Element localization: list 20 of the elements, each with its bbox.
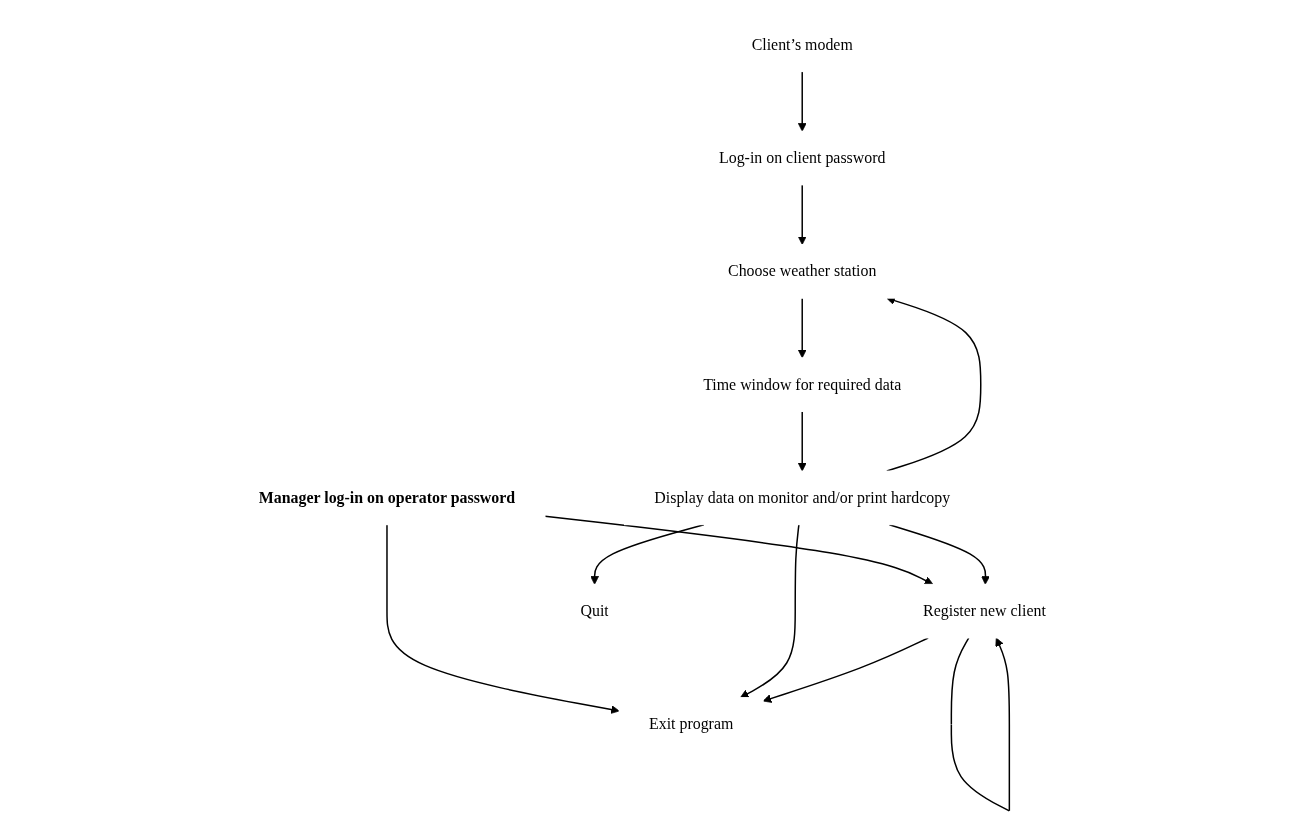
arrow [386, 523, 620, 714]
node-text: Register new client [923, 602, 1047, 620]
arrow [950, 637, 1011, 812]
node-text: Quit [580, 602, 609, 620]
node-text: Exit program [649, 715, 734, 733]
arrow [798, 184, 807, 245]
node-text: Client’s modem [751, 35, 853, 53]
node-text: Manager log-in on operator password [258, 488, 516, 506]
arrow [798, 70, 807, 132]
arrow [798, 297, 807, 359]
arrow [888, 523, 991, 585]
arrow [798, 410, 807, 472]
arrow [762, 637, 930, 703]
arrow [590, 523, 705, 585]
arrow [544, 515, 934, 585]
arrow [740, 523, 800, 698]
node-text: Log-in on client password [719, 149, 886, 167]
node-text: Time window for required data [703, 375, 902, 393]
node-text: Display data on monitor and/or print hardcopy [654, 488, 951, 506]
node-text: Choose weather station [728, 262, 877, 280]
